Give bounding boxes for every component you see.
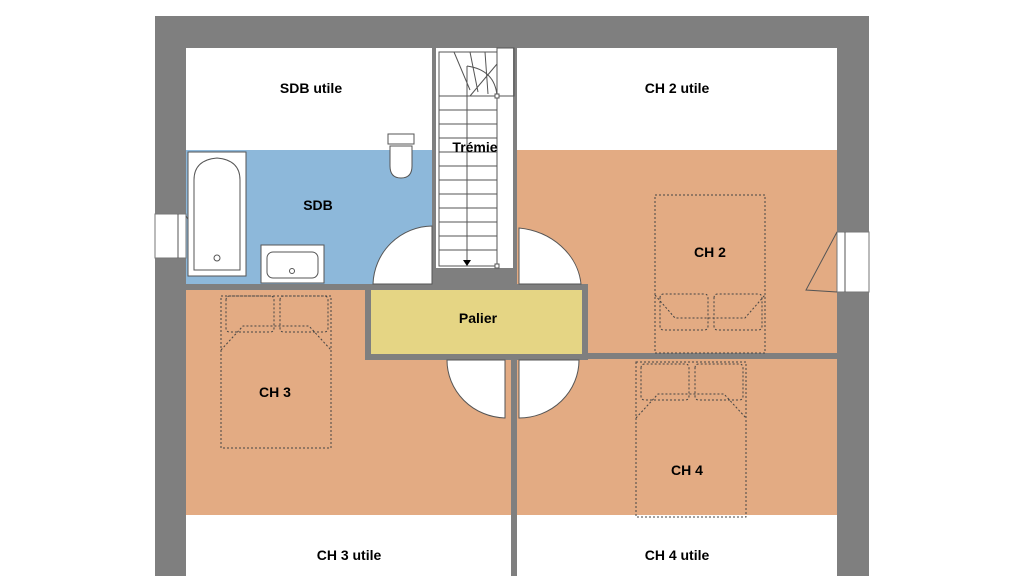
toilet-icon — [387, 133, 415, 179]
wall-palier-top — [365, 284, 588, 290]
label-ch2-utile: CH 2 utile — [645, 80, 710, 96]
window-icon — [836, 231, 870, 293]
staircase-icon — [438, 47, 515, 269]
label-sdb: SDB — [303, 197, 333, 213]
label-ch2: CH 2 — [694, 244, 726, 260]
label-ch4: CH 4 — [671, 462, 703, 478]
wall-palier-left — [365, 284, 371, 360]
label-palier: Palier — [459, 310, 498, 326]
loft-area-bottom-right — [517, 515, 837, 576]
room-palier — [371, 290, 582, 354]
sink-icon — [260, 244, 325, 284]
wall-ch2-ch4 — [582, 353, 837, 359]
label-ch3: CH 3 — [259, 384, 291, 400]
door-swing-icon — [372, 225, 433, 285]
bathtub-icon — [187, 151, 247, 277]
wall-ch3-ch4 — [511, 354, 517, 576]
loft-area-top-right — [517, 48, 837, 150]
door-swing-icon — [518, 227, 582, 285]
wall-sdb-bottom — [186, 284, 370, 290]
label-ch3-utile: CH 3 utile — [317, 547, 382, 563]
loft-area-top-left — [186, 48, 436, 150]
wall-palier-right — [582, 284, 588, 360]
loft-area-bottom-left — [186, 515, 511, 576]
double-bed-icon — [654, 194, 766, 354]
door-swing-icon — [518, 359, 580, 419]
wall-palier-bottom — [365, 354, 588, 360]
label-tremie: Trémie — [452, 139, 497, 155]
wall-stair-right — [513, 48, 517, 288]
wall-stair-left — [432, 48, 436, 288]
window-icon — [154, 213, 187, 259]
double-bed-icon — [635, 361, 747, 518]
door-swing-icon — [446, 359, 506, 419]
stair-well — [436, 48, 517, 268]
label-ch4-utile: CH 4 utile — [645, 547, 710, 563]
double-bed-icon — [220, 295, 332, 449]
label-sdb-utile: SDB utile — [280, 80, 342, 96]
